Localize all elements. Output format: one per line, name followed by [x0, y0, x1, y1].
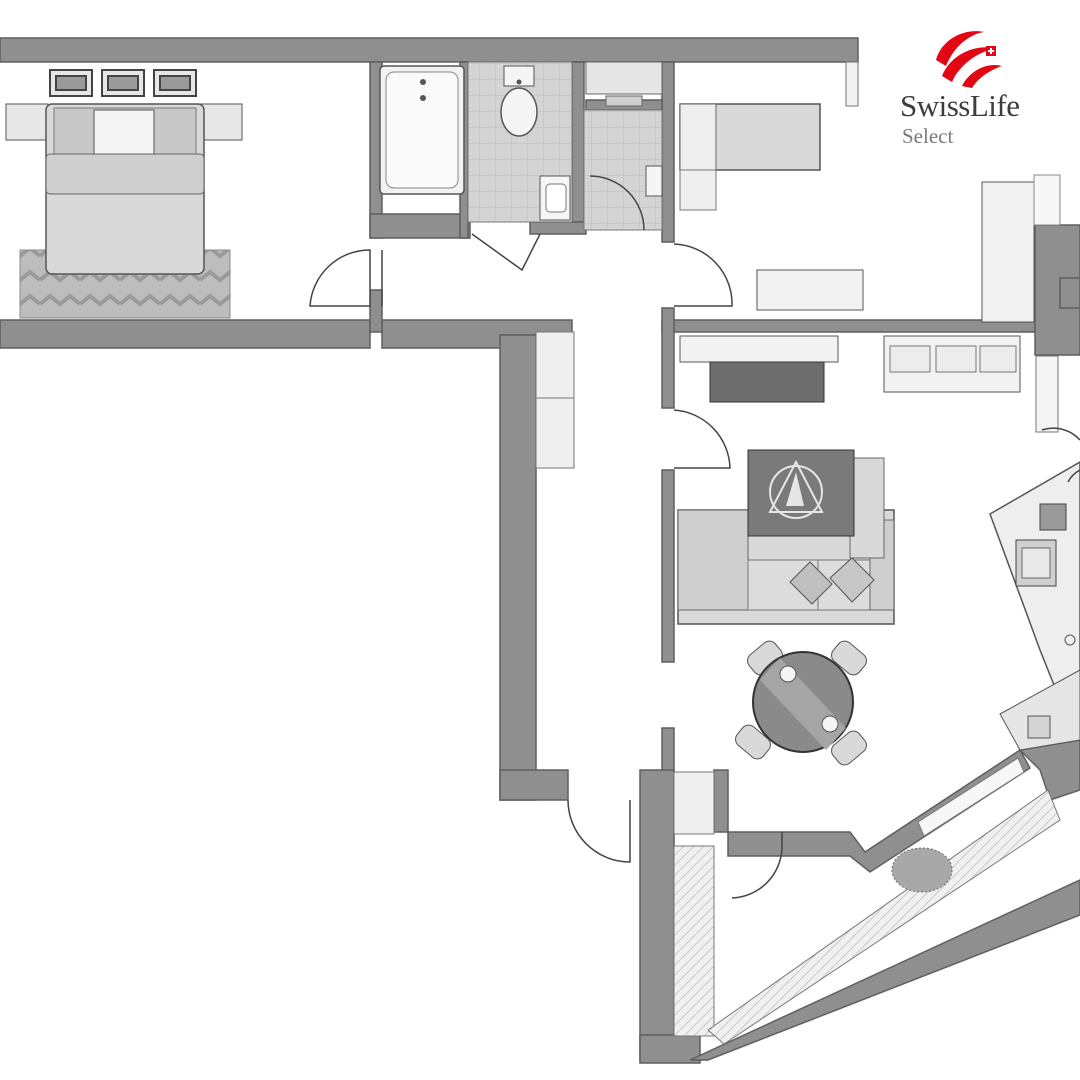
door-swing-icon [309, 175, 1080, 899]
cabinet-icon [883, 335, 1021, 393]
brand-subtitle: Select [902, 124, 954, 148]
tv-screen [709, 361, 825, 403]
wall-hall-left-bottom [499, 769, 569, 801]
washer-cabinet [585, 61, 663, 107]
brand-name: SwissLife [900, 88, 1020, 123]
wall-living-left-3 [661, 727, 675, 773]
wall-entry-left [639, 769, 675, 1061]
wall-entry-right [713, 769, 729, 833]
wall-bedroom-bottom [0, 319, 371, 349]
upper-right-room [679, 61, 1061, 323]
wall-closet-right [661, 61, 675, 243]
sofa-icon [677, 457, 895, 625]
living-room [677, 335, 1059, 766]
swisslife-logo-icon [936, 31, 1002, 88]
wall-living-left [661, 307, 675, 409]
dining-table-icon [735, 640, 867, 766]
hall-closet [535, 331, 715, 1037]
wall-wc-divider [571, 61, 585, 233]
wall-right-notch [1059, 277, 1080, 309]
wall-hall-left [499, 334, 537, 801]
wall-entry-bottom [639, 1034, 701, 1064]
kitchen-counter-icon [989, 461, 1080, 751]
wall-top [0, 37, 859, 63]
wall-wc-bottom [529, 221, 587, 235]
balcony [707, 757, 1061, 1045]
walls [0, 37, 1080, 1064]
wall-balcony-inner [727, 748, 1031, 873]
sink-icon [539, 175, 571, 221]
bathroom [379, 61, 663, 231]
wall-bath-left-lower [369, 289, 383, 333]
chair-icon [735, 640, 867, 766]
nightstand-left [5, 103, 49, 141]
wall-bath-bottom [369, 213, 471, 239]
shelf [756, 269, 864, 311]
wall-balcony-outer [689, 879, 1080, 1061]
rug-icon [747, 449, 855, 537]
wardrobe [981, 181, 1035, 323]
bed-icon [45, 103, 205, 275]
bathtub-icon [379, 65, 465, 195]
balcony-plant-icon [891, 847, 953, 893]
brand-logo: SwissLife Select [896, 26, 1056, 156]
tv-unit-icon [679, 335, 839, 363]
toilet-icon [500, 65, 538, 137]
wall-living-left-2 [661, 469, 675, 663]
stove-icon [1015, 539, 1057, 587]
wall-art [49, 69, 197, 97]
sink-icon [645, 165, 663, 197]
bedroom [5, 69, 243, 319]
nightstand-right [199, 103, 243, 141]
